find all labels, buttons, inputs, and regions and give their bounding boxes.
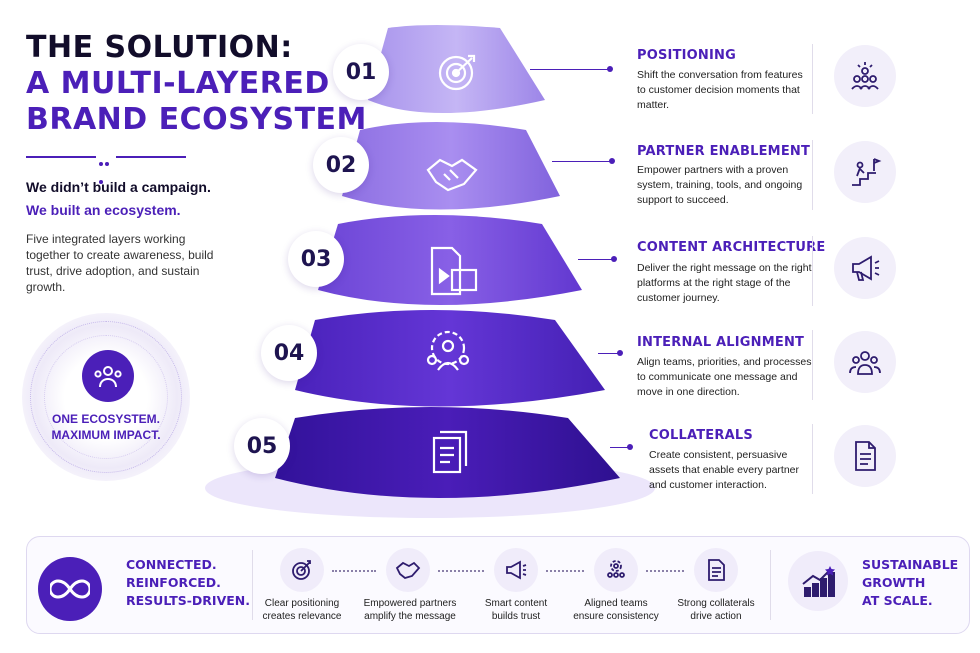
layer-number-01: 01 (333, 44, 389, 100)
connector-dot (617, 350, 623, 356)
step-1-text: Clear positioning creates relevance (242, 597, 362, 623)
handshake-icon (426, 158, 478, 192)
ecosystem-pyramid (205, 25, 655, 518)
layer-number-03: 03 (288, 231, 344, 287)
team-icon (834, 331, 896, 393)
climb-stairs-flag-icon (834, 141, 896, 203)
layer-5-title: COLLATERALS (649, 428, 753, 443)
growth-chart-icon (788, 551, 848, 611)
connector-line (598, 353, 620, 354)
step-connector (438, 570, 484, 572)
layer-3-title: CONTENT ARCHITECTURE (637, 240, 826, 255)
documents-icon (432, 430, 468, 474)
step-connector (646, 570, 684, 572)
tagline-line-2: REINFORCED. (126, 575, 221, 590)
title-divider (26, 156, 186, 184)
step-2-text: Empowered partners amplify the message (350, 597, 470, 623)
layer-3-shape (318, 215, 582, 305)
separator (812, 44, 813, 114)
handshake-icon (386, 548, 430, 592)
step-4-line-1: Aligned teams (584, 598, 648, 609)
connector-line (552, 161, 612, 162)
layer-4-desc: Align teams, priorities, and processes t… (637, 356, 812, 398)
step-3-text: Smart content builds trust (456, 597, 576, 623)
layer-4-title: INTERNAL ALIGNMENT (637, 335, 805, 350)
closing-line-3: AT SCALE. (862, 593, 933, 608)
layer-1-desc: Shift the conversation from features to … (637, 69, 803, 111)
step-connector (546, 570, 584, 572)
layer-3-desc: Deliver the right message on the right p… (637, 262, 812, 304)
people-group-icon (82, 350, 134, 402)
separator (812, 424, 813, 494)
step-1-line-1: Clear positioning (264, 598, 340, 609)
step-connector (332, 570, 376, 572)
step-5-line-2: drive action (690, 611, 742, 622)
ecosystem-globe (22, 313, 190, 481)
layer-2-title: PARTNER ENABLEMENT (637, 144, 811, 159)
intro-lead-2: We built an ecosystem. (26, 202, 181, 218)
step-4-line-2: ensure consistency (573, 611, 659, 622)
closing-line-2: GROWTH (862, 575, 926, 590)
separator (812, 140, 813, 210)
separator (812, 330, 813, 400)
document-icon (834, 425, 896, 487)
page-title: THE SOLUTION: A MULTI-LAYERED BRAND ECOS… (26, 30, 367, 138)
target-icon (280, 548, 324, 592)
step-5-line-1: Strong collaterals (677, 598, 755, 609)
team-gear-icon (426, 330, 470, 371)
step-4-text: Aligned teams ensure consistency (556, 597, 676, 623)
badge-line-1: ONE ECOSYSTEM. (51, 412, 161, 426)
connector-dot (609, 158, 615, 164)
content-media-icon (430, 246, 478, 296)
title-line-2: A MULTI-LAYERED (26, 66, 330, 101)
megaphone-icon (834, 237, 896, 299)
separator (252, 550, 253, 620)
document-icon (694, 548, 738, 592)
closing-line-1: SUSTAINABLE (862, 557, 959, 572)
layer-5-shape (275, 407, 620, 498)
infinity-icon (38, 557, 102, 621)
step-1-line-2: creates relevance (262, 611, 342, 622)
megaphone-icon (494, 548, 538, 592)
separator (812, 236, 813, 306)
intro-lead-1: We didn’t build a campaign. (26, 179, 211, 195)
team-gear-icon (594, 548, 638, 592)
step-5-text: Strong collaterals drive action (656, 597, 776, 623)
layer-number-02: 02 (313, 137, 369, 193)
connector-line (610, 447, 630, 448)
separator (770, 550, 771, 620)
connector-dot (607, 66, 613, 72)
connector-dot (627, 444, 633, 450)
layer-number-04: 04 (261, 325, 317, 381)
layer-5-desc: Create consistent, persuasive assets tha… (649, 449, 800, 491)
tagline-line-3: RESULTS-DRIVEN. (126, 593, 251, 608)
layer-2-desc: Empower partners with a proven system, t… (637, 164, 803, 206)
step-3-line-1: Smart content (484, 598, 548, 609)
layer-1-title: POSITIONING (637, 48, 737, 63)
layer-4-shape (295, 310, 605, 407)
connector-line (578, 259, 614, 260)
step-3-line-2: builds trust (491, 611, 541, 622)
audience-ideas-icon (834, 45, 896, 107)
tagline-line-1: CONNECTED. (126, 557, 217, 572)
connector-line (530, 69, 610, 70)
layer-number-05: 05 (234, 418, 290, 474)
badge-line-2: MAXIMUM IMPACT. (51, 428, 161, 442)
target-icon (438, 54, 476, 91)
step-2-line-1: Empowered partners (363, 598, 457, 609)
title-line-3: BRAND ECOSYSTEM (26, 102, 367, 137)
step-2-line-2: amplify the message (364, 611, 456, 622)
title-line-1: THE SOLUTION: (26, 30, 293, 65)
intro-body: Five integrated layers working together … (26, 232, 214, 294)
connector-dot (611, 256, 617, 262)
